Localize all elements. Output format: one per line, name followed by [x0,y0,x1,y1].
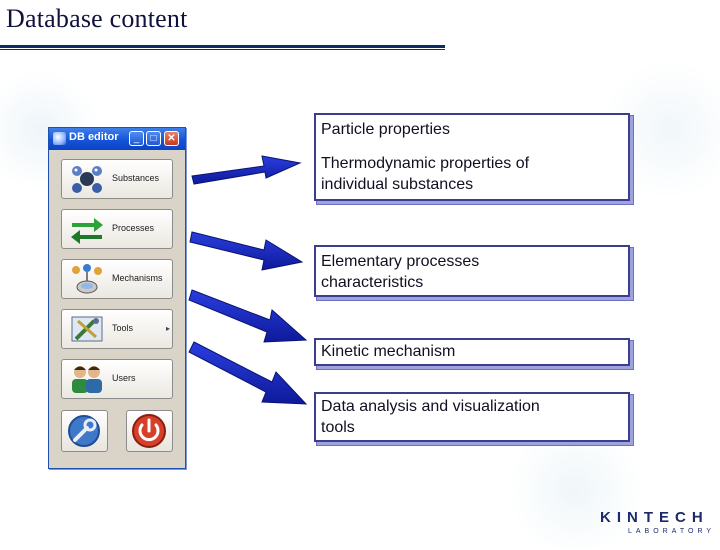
title-underline-thin [0,49,445,50]
window-body: Substances Processes Mechanisms [54,154,180,464]
settings-button[interactable] [61,410,108,452]
background-molecule [500,430,650,550]
users-button[interactable]: Users [61,359,173,399]
close-button[interactable]: ✕ [164,131,179,146]
analysis-text-line1: Data analysis and visualization [321,398,540,415]
thermodynamic-text-line2: individual substances [321,176,474,193]
window-titlebar[interactable]: DB editor _ □ ✕ [49,128,185,150]
arrow-to-kinetic [188,289,308,343]
analysis-text-line2: tools [321,419,355,436]
users-icon [72,366,102,393]
processes-label: Processes [112,223,155,233]
wrench-icon [68,415,100,447]
arrow-to-analysis [188,341,308,405]
thermodynamic-text-line1: Thermodynamic properties of [321,155,530,172]
molecule-icon [72,166,102,193]
kintech-logo: KINTECH LABORATORY [598,496,720,540]
arrow-to-elementary [189,231,304,271]
logo-main-text: KINTECH [600,509,709,526]
elementary-text-line2: characteristics [321,274,424,291]
tools-button[interactable]: Tools ▸ [61,309,173,349]
mechanisms-button[interactable]: Mechanisms [61,259,173,299]
processes-button[interactable]: Processes [61,209,173,249]
toolbox-icon [71,316,103,342]
window-title: DB editor [69,131,119,143]
kinetic-text: Kinetic mechanism [321,343,456,360]
submenu-arrow-icon: ▸ [166,324,171,333]
exit-button[interactable] [126,410,173,452]
arrow-to-substances [191,155,302,185]
kinetic-info-box: Kinetic mechanism [314,338,630,366]
particle-properties-text: Particle properties [321,121,450,138]
mechanisms-label: Mechanisms [112,273,163,283]
logo-sub-text: LABORATORY [628,528,716,535]
elementary-text-line1: Elementary processes [321,253,480,270]
db-editor-window: DB editor _ □ ✕ Substances Processes [48,127,186,469]
analysis-info-box: Data analysis and visualization tools [314,392,630,442]
users-label: Users [112,373,136,383]
title-underline [0,45,445,48]
mechanism-icon [72,264,102,294]
app-icon [53,132,66,145]
maximize-button[interactable]: □ [146,131,161,146]
minimize-button[interactable]: _ [129,131,144,146]
elementary-info-box: Elementary processes characteristics [314,245,630,297]
slide-title: Database content [6,4,188,33]
substances-label: Substances [112,173,160,183]
substances-button[interactable]: Substances [61,159,173,199]
exchange-arrows-icon [71,218,103,244]
substances-info-box: Particle properties Thermodynamic proper… [314,113,630,201]
power-icon [132,414,166,448]
tools-label: Tools [112,323,134,333]
